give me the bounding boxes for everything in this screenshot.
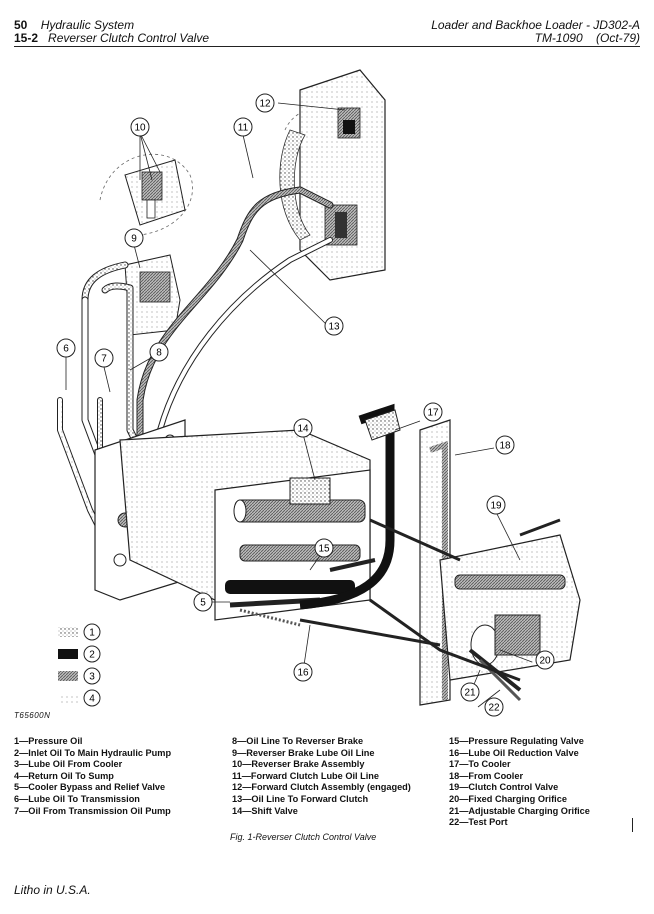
callout-12: 12: [255, 93, 275, 113]
svg-text:9: 9: [131, 234, 137, 245]
leader-lines: [65, 102, 533, 708]
legend-item: 17—To Cooler: [449, 759, 511, 770]
svg-text:8: 8: [156, 348, 162, 359]
footer-note: Litho in U.S.A.: [14, 883, 91, 897]
callout-13: 13: [324, 316, 344, 336]
swatch-label-4: 4: [83, 689, 101, 707]
legend-item: 9—Reverser Brake Lube Oil Line: [232, 747, 375, 758]
svg-text:22: 22: [488, 703, 500, 714]
legend-item: 15—Pressure Regulating Valve: [449, 736, 584, 746]
reverser-brake-assembly: [124, 159, 186, 226]
swatch-lube-oil: [58, 671, 78, 681]
svg-text:11: 11: [238, 123, 249, 134]
manual-code-date: TM-1090 (Oct-79): [535, 31, 640, 45]
drawing-number: T65600N: [14, 711, 51, 720]
svg-text:17: 17: [427, 408, 439, 419]
callout-10: 10: [130, 117, 150, 137]
callout-7: 7: [94, 348, 114, 368]
legend-item: 18—From Cooler: [449, 770, 524, 781]
legend-item: 21—Adjustable Charging Orifice: [449, 805, 590, 816]
swatch-legend: [58, 627, 78, 703]
legend-item: 11—Forward Clutch Lube Oil Line: [232, 770, 380, 781]
legend-column-1: 1—Pressure Oil 2—Inlet Oil To Main Hydra…: [14, 736, 171, 817]
legend-item: 1—Pressure Oil: [14, 736, 83, 746]
legend-item: 6—Lube Oil To Transmission: [14, 793, 140, 804]
swatch-inlet-oil: [58, 649, 78, 659]
svg-text:19: 19: [490, 501, 502, 512]
clutch-control-valve: [439, 518, 581, 702]
connecting-lines: [299, 518, 521, 682]
callout-19: 19: [486, 495, 506, 515]
svg-text:3: 3: [89, 672, 95, 683]
swatch-return-oil: [58, 693, 78, 703]
svg-text:2: 2: [89, 650, 95, 661]
legend-item: 20—Fixed Charging Orifice: [449, 793, 567, 804]
swatch-label-1: 1: [83, 623, 101, 641]
sub-number: 15-2: [14, 31, 39, 45]
swatch-label-group: 1 2 3 4: [83, 623, 101, 707]
legend-item: 16—Lube Oil Reduction Valve: [449, 747, 579, 758]
brake-housing: [124, 254, 181, 336]
callout-17: 17: [423, 402, 443, 422]
callout-14: 14: [293, 418, 313, 438]
swatch-label-2: 2: [83, 645, 101, 663]
svg-text:18: 18: [499, 441, 511, 452]
callout-15: 15: [314, 538, 334, 558]
header-rule: [14, 46, 640, 47]
callout-21: 21: [460, 682, 480, 702]
legend-item: 4—Return Oil To Sump: [14, 770, 114, 781]
legend-item: 14—Shift Valve: [232, 805, 298, 816]
manual-date: (Oct-79): [595, 31, 640, 45]
svg-text:12: 12: [259, 99, 271, 110]
svg-text:16: 16: [297, 668, 309, 679]
legend-item: 10—Reverser Brake Assembly: [232, 759, 365, 770]
callout-9: 9: [124, 228, 144, 248]
svg-text:20: 20: [539, 656, 551, 667]
callout-11: 11: [233, 117, 253, 137]
callout-8: 8: [149, 342, 169, 362]
svg-text:1: 1: [89, 628, 95, 639]
legend-item: 2—Inlet Oil To Main Hydraulic Pump: [14, 747, 172, 758]
callout-16: 16: [293, 662, 313, 682]
valve-body: [119, 429, 376, 627]
callout-6: 6: [56, 338, 76, 358]
svg-text:21: 21: [464, 688, 476, 699]
manual-title: Loader and Backhoe Loader - JD302-A: [431, 18, 640, 32]
figure-caption: Fig. 1-Reverser Clutch Control Valve: [230, 832, 377, 842]
sub-title: Reverser Clutch Control Valve: [48, 31, 209, 45]
margin-mark: [632, 818, 633, 832]
section-title: Hydraulic System: [40, 18, 135, 32]
callout-22: 22: [484, 697, 504, 717]
manual-code: TM-1090: [534, 31, 583, 45]
callout-18: 18: [495, 435, 515, 455]
svg-text:14: 14: [297, 424, 309, 435]
swatch-pressure-oil: [58, 627, 78, 637]
legend-item: 12—Forward Clutch Assembly (engaged): [232, 782, 411, 793]
svg-text:7: 7: [101, 354, 107, 365]
legend-item: 7—Oil From Transmission Oil Pump: [14, 805, 171, 816]
legend-column-2: 8—Oil Line To Reverser Brake 9—Reverser …: [232, 736, 411, 817]
legend-column-3: 15—Pressure Regulating Valve 16—Lube Oil…: [449, 736, 590, 829]
swatch-label-3: 3: [83, 667, 101, 685]
legend-item: 3—Lube Oil From Cooler: [14, 759, 123, 770]
callout-5: 5: [193, 592, 213, 612]
svg-text:15: 15: [318, 544, 330, 555]
svg-text:10: 10: [134, 123, 146, 134]
page-number: 50: [14, 18, 28, 32]
svg-text:5: 5: [200, 598, 206, 609]
svg-text:13: 13: [328, 322, 340, 333]
callout-20: 20: [535, 650, 555, 670]
svg-text:6: 6: [63, 344, 69, 355]
legend-item: 22—Test Port: [449, 817, 508, 828]
forward-clutch-assembly: [279, 69, 386, 281]
header-left-top: 50 Hydraulic System: [14, 18, 134, 32]
svg-text:4: 4: [89, 694, 95, 705]
legend-item: 5—Cooler Bypass and Relief Valve: [14, 782, 166, 793]
legend-item: 19—Clutch Control Valve: [449, 782, 559, 793]
legend-item: 8—Oil Line To Reverser Brake: [232, 736, 364, 746]
header-left-bottom: 15-2 Reverser Clutch Control Valve: [14, 31, 209, 45]
legend-item: 13—Oil Line To Forward Clutch: [232, 793, 369, 804]
